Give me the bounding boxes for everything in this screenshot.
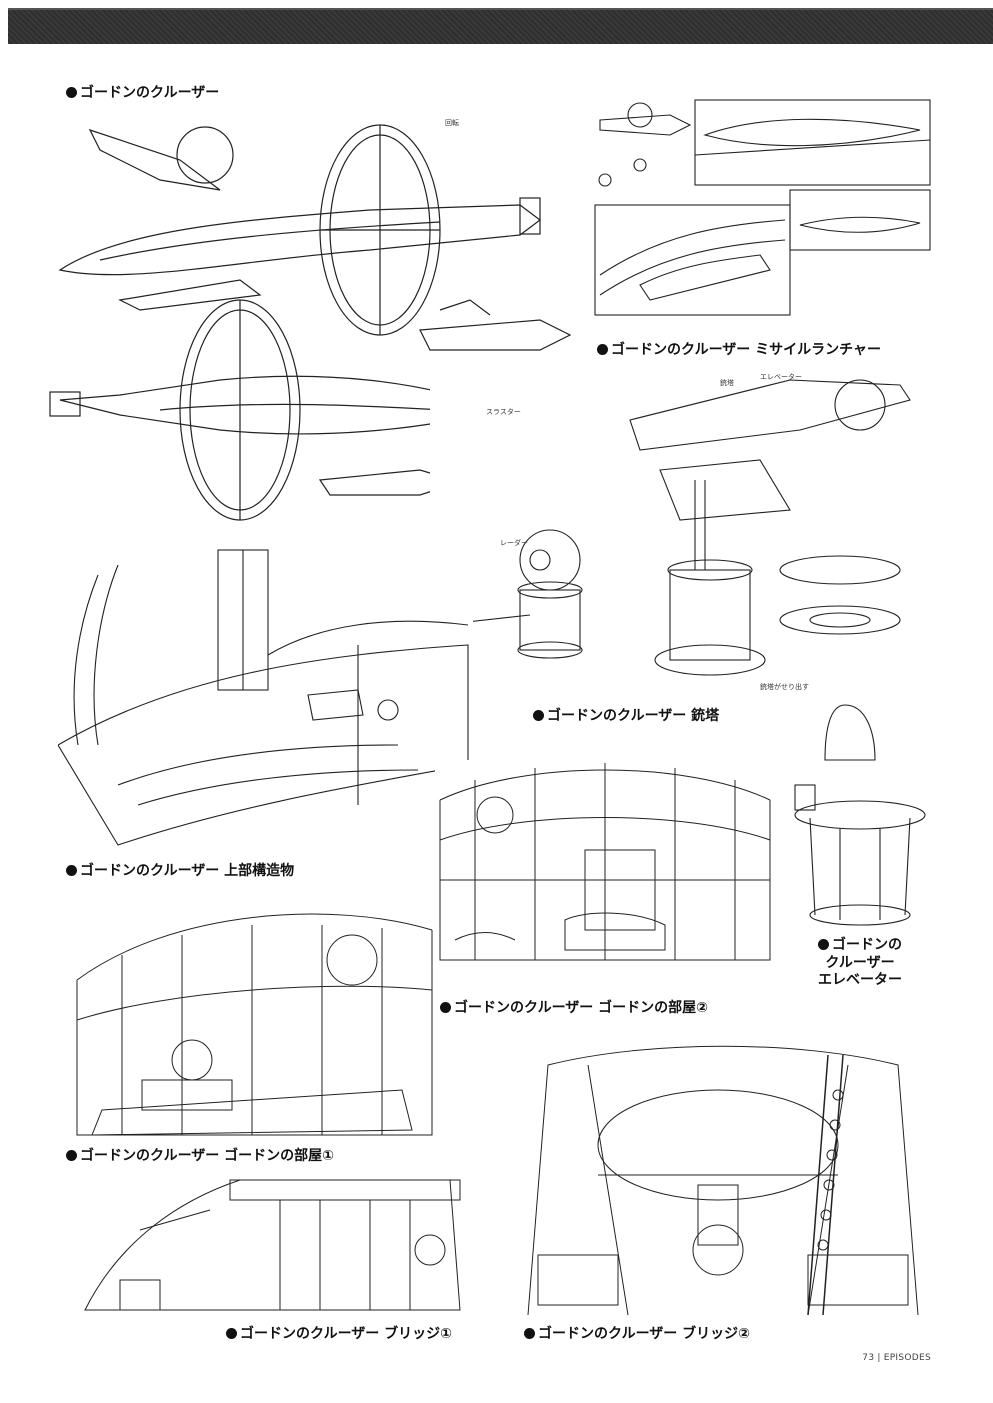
- elevator-note: エレベーター: [760, 373, 802, 381]
- bullet-icon: [818, 939, 829, 950]
- caption-elevator: ゴードンの クルーザー エレベーター: [818, 937, 902, 988]
- room1-sketch: [72, 890, 434, 1145]
- caption-superstructure: ゴードンのクルーザー 上部構造物: [66, 863, 294, 881]
- caption-room1: ゴードンのクルーザー ゴードンの部屋①: [66, 1148, 334, 1166]
- room2-sketch: [435, 760, 775, 990]
- thruster-note: スラスター: [486, 408, 521, 416]
- bullet-icon: [66, 865, 77, 876]
- bullet-icon: [440, 1002, 451, 1013]
- caption-turret: ゴードンのクルーザー 銃塔: [533, 708, 719, 726]
- header-bar: [8, 8, 993, 44]
- caption-missile-launcher: ゴードンのクルーザー ミサイルランチャー: [597, 342, 881, 360]
- bridge1-sketch: [80, 1170, 465, 1320]
- bridge2-sketch: [508, 1035, 938, 1320]
- bullet-icon: [597, 344, 608, 355]
- bullet-icon: [66, 1150, 77, 1161]
- turret-note: 銃塔: [720, 379, 734, 387]
- elevator-sketch: [785, 700, 935, 930]
- bullet-icon: [533, 710, 544, 721]
- caption-bridge1: ゴードンのクルーザー ブリッジ①: [226, 1326, 452, 1344]
- section-name: EPISODES: [883, 1353, 931, 1363]
- turret-rises-note: 銃塔がせり出す: [760, 683, 809, 691]
- bullet-icon: [66, 87, 77, 98]
- caption-bridge2: ゴードンのクルーザー ブリッジ②: [524, 1326, 750, 1344]
- bullet-icon: [226, 1328, 237, 1339]
- superstructure-sketch: [58, 545, 473, 855]
- radar-note: レーダー: [500, 539, 528, 547]
- rotate-note: 回転: [445, 119, 459, 127]
- page-number: 73: [862, 1353, 875, 1363]
- cruiser-sketch: [40, 110, 580, 530]
- missile-launcher-sketch: [580, 95, 935, 335]
- turret-sketch: レーダー 銃塔 エレベーター 銃塔がせり出す: [430, 360, 935, 700]
- bullet-icon: [524, 1328, 535, 1339]
- page-footer: 73|EPISODES: [862, 1353, 931, 1363]
- caption-cruiser: ゴードンのクルーザー: [66, 85, 219, 103]
- caption-room2: ゴードンのクルーザー ゴードンの部屋②: [440, 1000, 708, 1018]
